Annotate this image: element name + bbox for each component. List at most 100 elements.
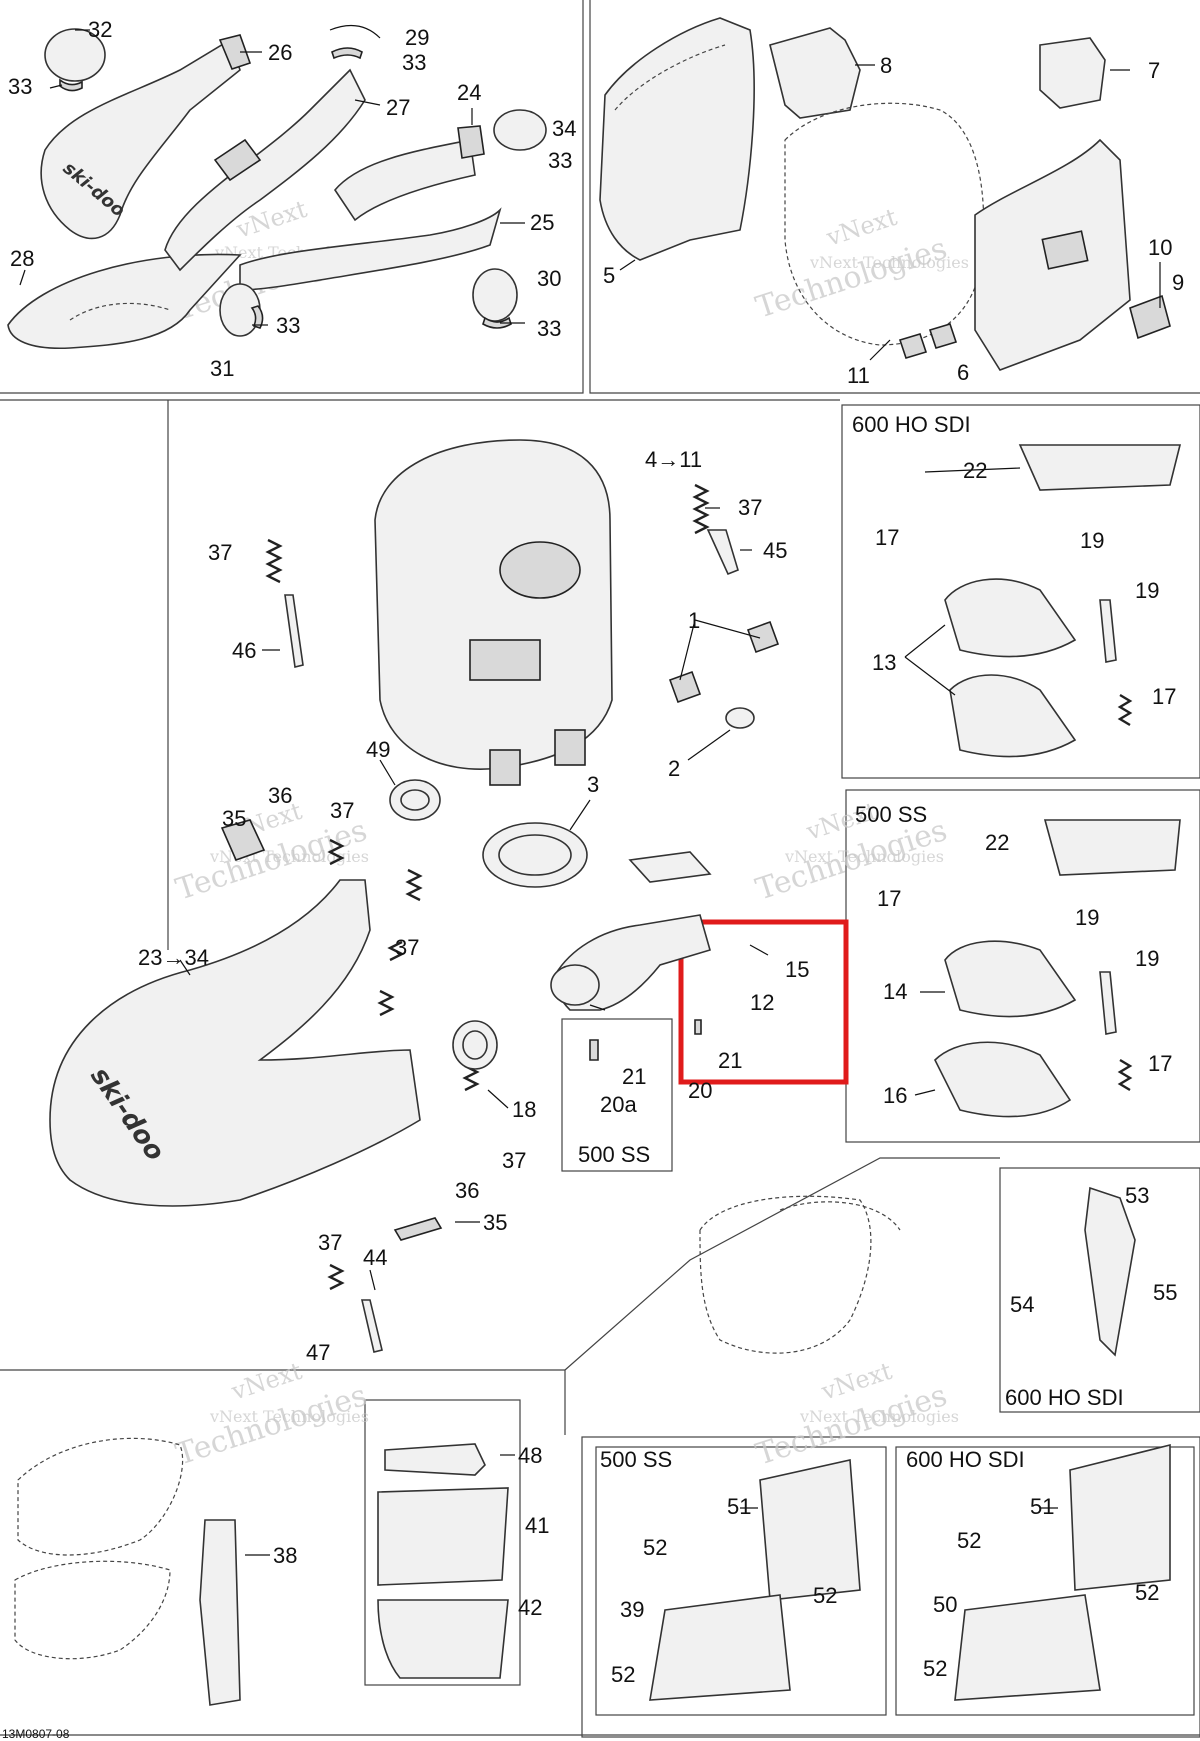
callout-17: 17 [1148,1051,1172,1076]
callout-12: 12 [750,990,774,1015]
callout-17: 17 [877,886,901,911]
title-600-ho-sdi-mid: 600 HO SDI [1005,1385,1124,1410]
callout-52: 52 [923,1656,947,1681]
callout-44: 44 [363,1245,387,1270]
callout-13: 13 [872,650,896,675]
title-500-ss-bottom: 500 SS [600,1447,672,1472]
pad-11a [898,333,928,359]
callout-33: 33 [276,313,300,338]
cover-51-ho [1069,1443,1171,1591]
callout-30: 30 [537,266,561,291]
callout-37: 37 [502,1148,526,1173]
callout-22: 22 [963,458,987,483]
callout-9: 9 [1172,270,1184,295]
callout-46: 46 [232,638,256,663]
callout-52: 52 [813,1583,837,1608]
callout-55: 55 [1153,1280,1177,1305]
callout-23-to-34: 23→34 [138,945,209,970]
top-right-parts [599,17,1171,371]
callout-39: 39 [620,1597,644,1622]
callout-labels: 32 33 26 29 33 27 24 34 33 25 28 30 33 3… [8,17,1184,1687]
title-600-ho-sdi-bottom: 600 HO SDI [906,1447,1025,1472]
shield-41 [377,1487,509,1586]
callout-29: 29 [405,25,429,50]
callout-14: 14 [883,979,907,1004]
callout-37: 37 [318,1230,342,1255]
callout-19: 19 [1135,578,1159,603]
shield-38 [199,1519,241,1706]
callout-52: 52 [1135,1580,1159,1605]
callout-3: 3 [587,772,599,797]
middle-parts: ski-doo [49,439,1136,1357]
callout-42: 42 [518,1595,542,1620]
callout-17: 17 [875,525,899,550]
cover-51-ss [759,1459,861,1601]
callout-53: 53 [1125,1183,1149,1208]
highlight-box [678,919,849,1085]
pad-11b [928,323,958,349]
callout-19: 19 [1135,946,1159,971]
box-600-ho-sdi-mid [999,1167,1200,1413]
callout-19: 19 [1080,528,1104,553]
callout-35: 35 [222,806,246,831]
callout-49: 49 [366,737,390,762]
callout-31: 31 [210,356,234,381]
callout-33: 33 [548,148,572,173]
callout-33: 33 [537,316,561,341]
callout-21: 21 [622,1064,646,1089]
callout-34: 34 [552,116,576,141]
callout-32: 32 [88,17,112,42]
callout-50: 50 [933,1592,957,1617]
cover-5 [599,17,755,261]
pipe-13b [949,674,1077,758]
reference-code: 13M0807-08 [2,1727,70,1741]
muffler-23 [49,879,421,1207]
callout-6: 6 [957,360,969,385]
callout-22: 22 [985,830,1009,855]
callout-37: 37 [208,540,232,565]
pad-22-mid [1043,819,1181,876]
part-24 [334,139,476,222]
callout-21: 21 [718,1048,742,1073]
muffler-26 [40,38,241,240]
pipe-14 [944,940,1077,1018]
callout-7: 7 [1148,58,1160,83]
pipe-13a [944,578,1077,658]
watermark-line: vNext Technologies [784,847,944,866]
shield-42 [377,1599,509,1679]
callout-38: 38 [273,1543,297,1568]
callout-51: 51 [1030,1494,1054,1519]
callout-36: 36 [268,783,292,808]
plate-10 [1129,294,1171,340]
callout-45: 45 [763,538,787,563]
gasket-8 [769,27,861,119]
callout-28: 28 [10,246,34,271]
callout-20a: 20a [600,1092,637,1117]
box-500-ss-small [561,1018,673,1172]
callout-37: 37 [330,798,354,823]
callout-16: 16 [883,1083,907,1108]
callout-18: 18 [512,1097,536,1122]
callout-5: 5 [603,263,615,288]
bracket-39 [649,1594,791,1701]
flange-15 [628,851,712,883]
box-titles: 600 HO SDI 500 SS 600 HO SDI 500 SS 600 … [600,412,1124,1472]
callout-54: 54 [1010,1292,1034,1317]
callout-19: 19 [1075,905,1099,930]
assembly-dashed [699,1195,872,1354]
airbox-4 [374,439,613,770]
callout-52: 52 [643,1535,667,1560]
watermark-line: vNext Technologies [209,1407,369,1426]
watermark-line: vNext Technologies [799,1407,959,1426]
pipe-16 [934,1041,1072,1118]
bracket-50 [954,1594,1101,1701]
ring-32 [44,28,106,82]
pad-22-top [1018,444,1182,491]
box-500-ss-bottom [595,1446,887,1716]
callout-25: 25 [530,210,554,235]
box-600-ho-sdi-top [841,404,1200,779]
callout-52: 52 [957,1528,981,1553]
callout-1: 1 [688,608,700,633]
